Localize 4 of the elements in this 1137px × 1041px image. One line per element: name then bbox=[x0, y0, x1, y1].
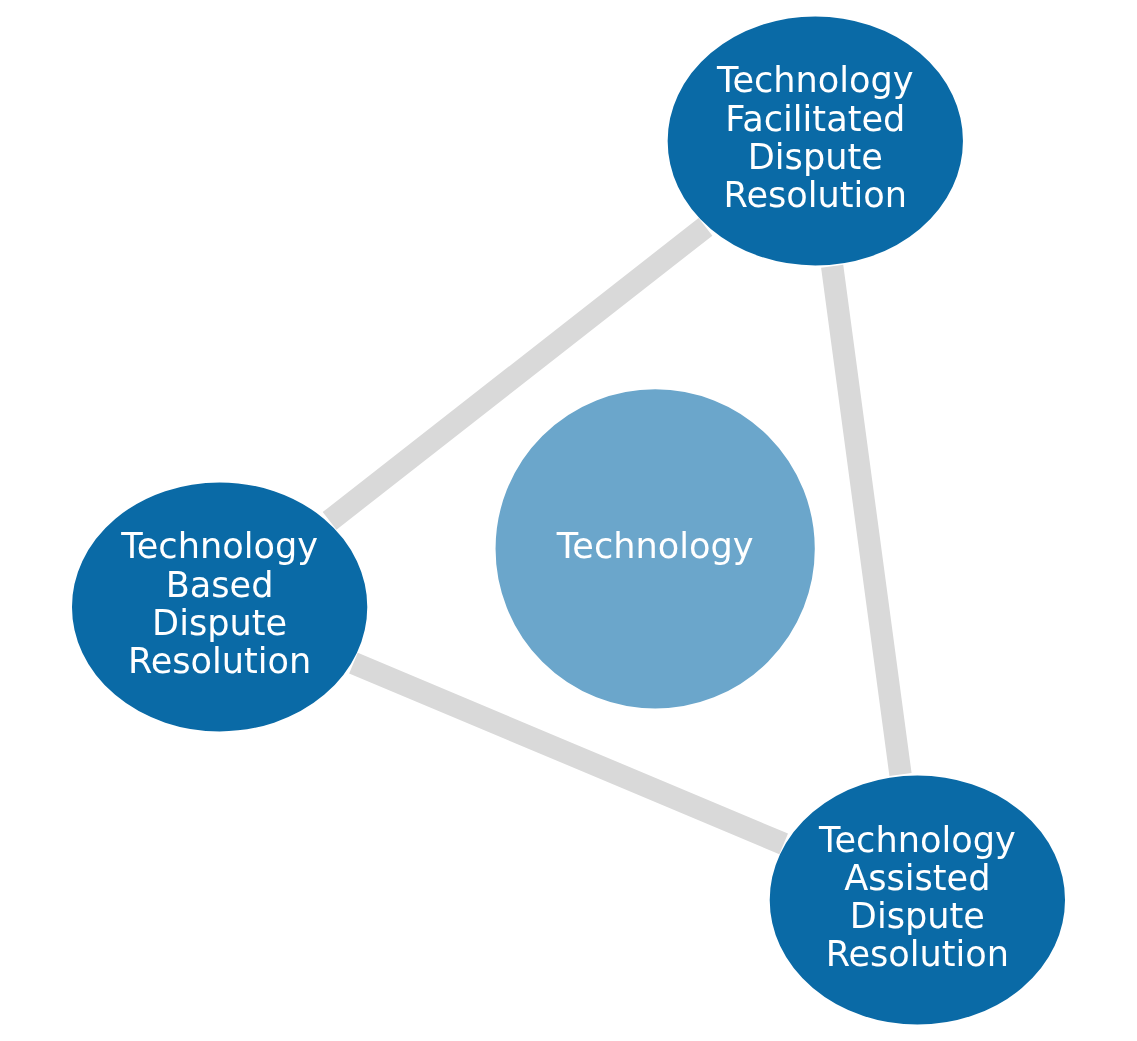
connector bbox=[322, 218, 713, 530]
node-circle: Technology bbox=[492, 386, 818, 712]
connector bbox=[349, 652, 788, 855]
connector bbox=[821, 264, 912, 776]
